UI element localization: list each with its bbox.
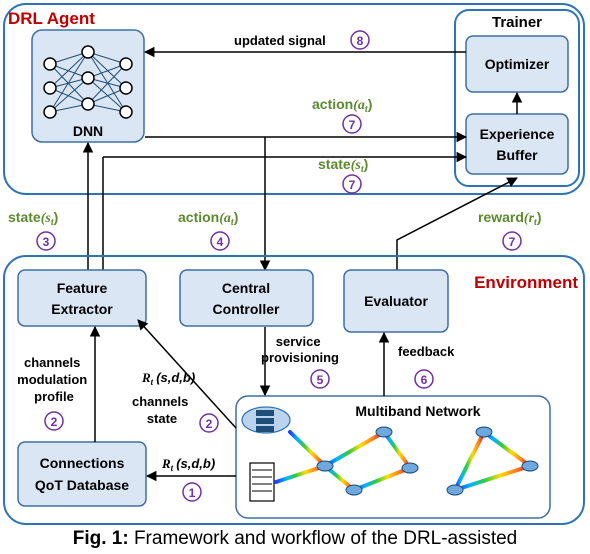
- environment-frame: [3, 255, 585, 525]
- caption-label: Fig. 1:: [72, 528, 129, 549]
- multiband-network-title: Multiband Network: [355, 403, 480, 419]
- svg-text:7: 7: [509, 235, 516, 249]
- state-left-label: state(st): [8, 209, 58, 228]
- connections-database-box: Connections QoT Database: [17, 441, 147, 507]
- optical-links: [274, 430, 532, 492]
- action-top-label: action(at): [312, 96, 372, 115]
- figure-caption: Fig. 1: Framework and workflow of the DR…: [0, 528, 590, 550]
- cloud-server-icon: [241, 406, 291, 434]
- step-4-badge: 4: [210, 231, 230, 251]
- step-7-badge-top: 7: [342, 114, 362, 134]
- datacenter-icon: [249, 462, 275, 502]
- caption-text: Framework and workflow of the DRL-assist…: [128, 528, 518, 549]
- optimizer-box: Optimizer: [465, 35, 569, 93]
- svg-text:Evaluator: Evaluator: [364, 293, 428, 309]
- svg-text:7: 7: [349, 118, 356, 132]
- step-6-badge: 6: [414, 369, 434, 389]
- step-7-badge-mid: 7: [342, 174, 362, 194]
- step-2-badge-left: 2: [44, 411, 64, 431]
- updated-signal-label: updated signal: [234, 33, 326, 48]
- svg-text:5: 5: [317, 373, 324, 387]
- router-nodes: [316, 426, 539, 496]
- svg-text:Central: Central: [222, 280, 270, 296]
- svg-text:2: 2: [51, 415, 58, 429]
- svg-text:3: 3: [43, 235, 50, 249]
- rt-label-lower: Rt(s,d,b): [161, 456, 215, 473]
- rt-label-upper: Rt(s,d,b): [141, 370, 195, 387]
- action-mid-label: action(at): [178, 209, 238, 228]
- trainer-title: Trainer: [492, 14, 542, 31]
- channels-state-label: channels state: [132, 394, 192, 426]
- network-to-feature-arrow: [137, 319, 237, 429]
- drl-agent-title: DRL Agent: [8, 9, 95, 28]
- central-controller-box: Central Controller: [179, 269, 314, 327]
- svg-text:Controller: Controller: [213, 301, 280, 317]
- step-1-badge: 1: [182, 482, 202, 502]
- svg-text:Feature: Feature: [57, 280, 108, 296]
- step-7-badge-reward: 7: [502, 231, 522, 251]
- step-2-badge-right: 2: [199, 413, 219, 433]
- svg-text:Connections: Connections: [40, 455, 125, 471]
- buffer-label: Buffer: [496, 147, 538, 163]
- svg-text:2: 2: [206, 417, 213, 431]
- experience-label: Experience: [480, 126, 555, 142]
- step-3-badge: 3: [36, 231, 56, 251]
- experience-buffer-box: Experience Buffer: [465, 113, 569, 175]
- service-provisioning-label: service provisioning: [261, 334, 339, 365]
- svg-text:8: 8: [357, 34, 364, 48]
- drl-agent-frame: [3, 3, 585, 195]
- dnn-box: DNN: [31, 29, 145, 143]
- svg-text:QoT Database: QoT Database: [35, 477, 129, 493]
- reward-label: reward(rt): [478, 209, 542, 228]
- dnn-label: DNN: [73, 123, 103, 139]
- step-5-badge: 5: [310, 369, 330, 389]
- channels-modulation-label: channels modulation profile: [17, 355, 91, 404]
- multiband-network-box: Multiband Network: [235, 395, 551, 519]
- feedback-label: feedback: [398, 344, 455, 359]
- neural-network-icon: [43, 45, 133, 119]
- svg-text:1: 1: [189, 486, 196, 500]
- environment-title: Environment: [474, 273, 578, 292]
- optimizer-label: Optimizer: [485, 56, 550, 72]
- svg-text:6: 6: [421, 373, 428, 387]
- step-8-badge: 8: [350, 30, 370, 50]
- evaluator-box: Evaluator: [343, 269, 449, 333]
- svg-text:7: 7: [349, 178, 356, 192]
- reward-arrow: [396, 177, 518, 270]
- state-top-label: state(st): [318, 156, 368, 175]
- svg-text:Extractor: Extractor: [51, 301, 113, 317]
- feature-extractor-box: Feature Extractor: [17, 269, 147, 327]
- workflow-diagram: DRL Agent DNN Trainer Optimizer Experien…: [3, 3, 585, 525]
- svg-text:4: 4: [217, 235, 224, 249]
